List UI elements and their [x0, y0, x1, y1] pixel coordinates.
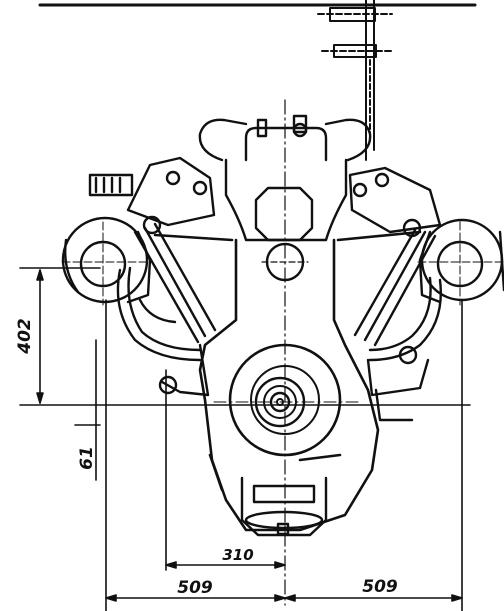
dimension-lines [19, 267, 471, 611]
intake-manifold [198, 114, 372, 282]
oil-sump [240, 476, 328, 537]
dimension-310: 310 [222, 546, 253, 564]
dimension-61: 61 [77, 446, 97, 470]
dimension-402: 402 [15, 318, 35, 355]
dimension-509-right: 509 [362, 577, 398, 597]
dimension-509-left: 509 [177, 578, 213, 598]
crankshaft-pulley [213, 343, 361, 457]
exhaust-pipe [317, 0, 393, 161]
